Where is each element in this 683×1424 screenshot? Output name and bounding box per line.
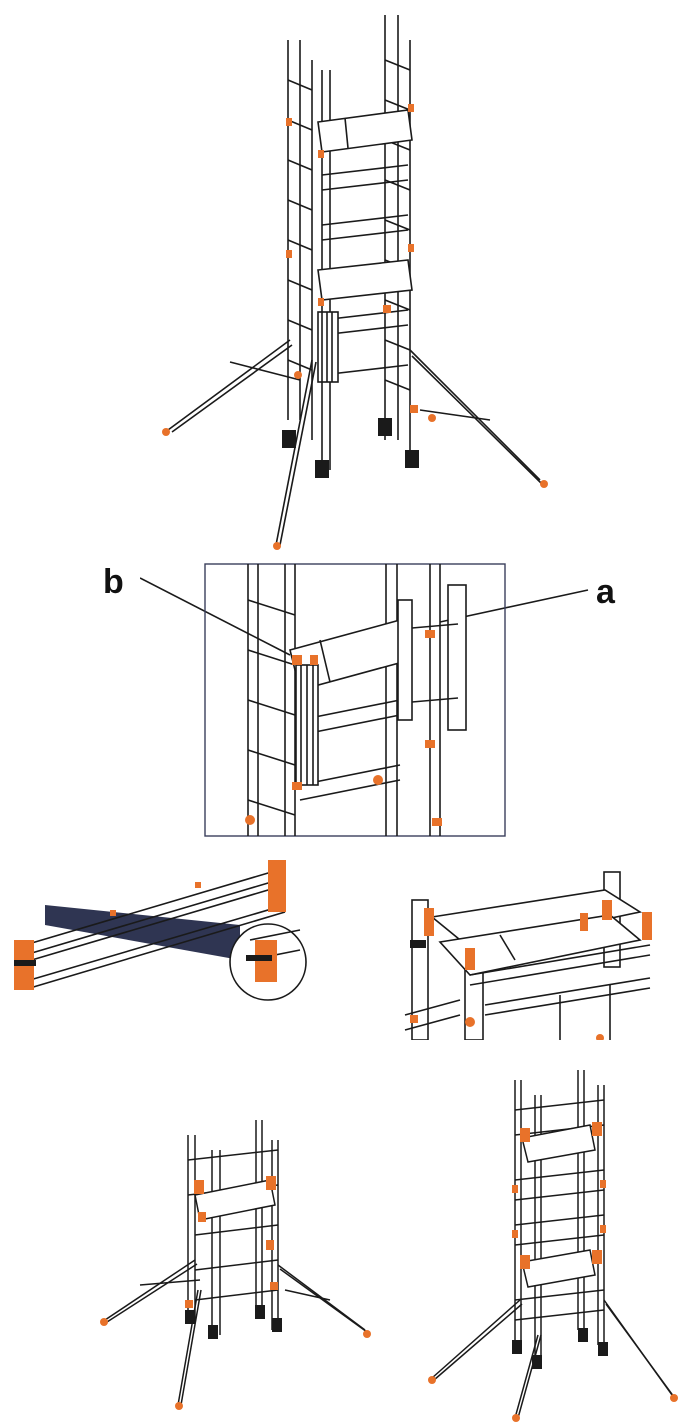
- guardrail-frame-figure: [0, 850, 320, 1030]
- guardrail-frame-drawing: [14, 860, 307, 1001]
- detail-inset-figure: [140, 560, 610, 840]
- platform-guardrail-figure: [400, 860, 660, 1040]
- small-tower-figure: [90, 1100, 380, 1415]
- small-tower-drawing: [100, 1120, 371, 1410]
- tall-tower-drawing: [428, 1070, 678, 1422]
- callout-label-a: a: [596, 573, 615, 611]
- inset-border: [204, 563, 506, 837]
- tall-tower-figure: [420, 1060, 683, 1424]
- leader-line-b: [140, 577, 291, 656]
- main-tower-figure: [150, 0, 550, 560]
- detail-inset-drawing: [140, 563, 589, 837]
- main-tower-drawing: [162, 15, 548, 550]
- platform-guardrail-drawing: [404, 871, 652, 1040]
- zoom-wedge: [45, 905, 240, 960]
- callout-label-b: b: [103, 563, 124, 601]
